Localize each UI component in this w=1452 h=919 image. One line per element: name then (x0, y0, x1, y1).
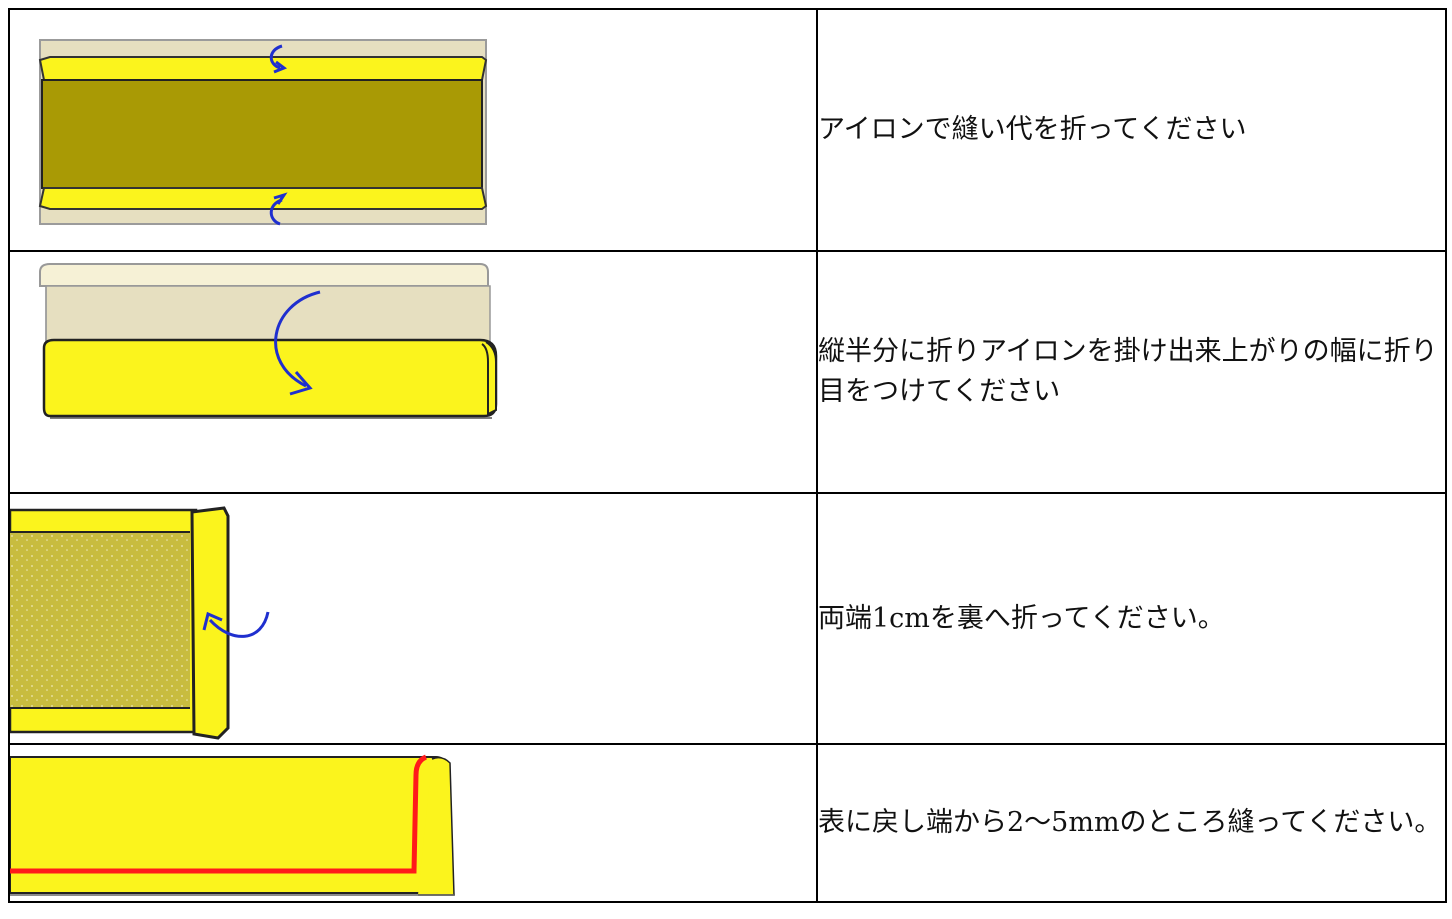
step-3-instruction: 両端1cmを裏へ折ってください。 (816, 492, 1447, 745)
step-row-4: 表に戻し端から2〜5mmのところ縫ってください。 (8, 743, 1447, 903)
fold-roll (481, 341, 497, 416)
stitch-line (11, 754, 428, 874)
fabric-center (41, 79, 483, 189)
step-row-1: アイロンで縫い代を折ってください (8, 8, 1447, 252)
fold-back-arrow-icon (202, 611, 270, 638)
fold-roll (418, 756, 455, 896)
bottom-fold-arrow-icon (269, 192, 288, 226)
step-row-3: 両端1cmを裏へ折ってください。 (8, 492, 1447, 745)
folded-end-flap (190, 506, 230, 740)
fabric-front-folded-half (42, 338, 498, 418)
step-1-instruction: アイロンで縫い代を折ってください (816, 8, 1447, 252)
step-row-2: 縦半分に折りアイロンを掛け出来上がりの幅に折り目をつけてください (8, 250, 1447, 494)
top-fold-arrow-icon (269, 44, 288, 74)
step-1-illustration-cell (8, 8, 818, 252)
fold-down-arrow-icon (274, 290, 321, 396)
step-4-instruction: 表に戻し端から2〜5mmのところ縫ってください。 (816, 743, 1447, 903)
step-3-illustration-cell (8, 492, 818, 745)
fabric-top-edge (39, 263, 489, 287)
instruction-steps-table: アイロンで縫い代を折ってください (8, 8, 1447, 903)
fold-seam-allowance-illustration (38, 39, 488, 226)
fabric-back-layer (45, 285, 491, 343)
step-4-illustration-cell (8, 743, 818, 903)
stitch-edge-illustration (11, 754, 455, 896)
fold-ends-illustration (11, 506, 270, 740)
fold-in-half-illustration (39, 263, 498, 419)
bottom-folded-strip (38, 187, 488, 210)
top-folded-strip (38, 56, 488, 81)
step-2-instruction: 縦半分に折りアイロンを掛け出来上がりの幅に折り目をつけてください (816, 250, 1447, 494)
step-2-illustration-cell (8, 250, 818, 494)
